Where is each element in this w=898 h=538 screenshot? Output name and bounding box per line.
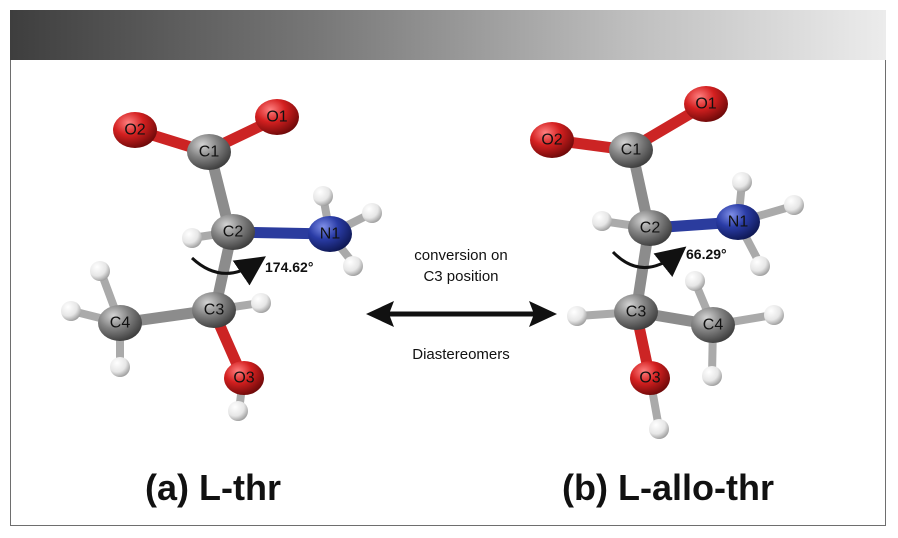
atom-label-o3: O3 (639, 370, 660, 387)
hydrogen-atom (649, 419, 669, 439)
torsion-angle-b: 66.29° (686, 246, 727, 262)
torsion-angle-a: 174.62° (265, 259, 313, 275)
carbon-atom-c3 (192, 292, 236, 328)
caption-a: (a) L-thr (145, 467, 281, 508)
atom-label-c3: C3 (626, 304, 647, 321)
atom-label-o3: O3 (233, 370, 254, 387)
hydrogen-atom (228, 401, 248, 421)
carbon-atom-c3 (614, 294, 658, 330)
hydrogen-atom (750, 256, 770, 276)
torsion-arrow-b (611, 246, 687, 277)
oxygen-atom-o3 (224, 361, 264, 395)
hydrogen-atom (90, 261, 110, 281)
oxygen-atom-o2 (113, 112, 157, 148)
carbon-atom-c2 (211, 214, 255, 250)
caption-b: (b) L-allo-thr (562, 467, 774, 508)
atom-label-o2: O2 (541, 132, 562, 149)
relation-text-line1: conversion on (414, 247, 507, 264)
double-arrow-left-head-icon (366, 301, 394, 327)
hydrogen-atom (685, 271, 705, 291)
atom-label-c1: C1 (199, 144, 220, 161)
hydrogen-atom (182, 228, 202, 248)
carbon-atom-c1 (609, 132, 653, 168)
double-arrow-right-head-icon (529, 301, 557, 327)
hydrogen-atom (313, 186, 333, 206)
carbon-atom-c2 (628, 210, 672, 246)
carbon-atom-c1 (187, 134, 231, 170)
hydrogen-atom (732, 172, 752, 192)
oxygen-atom-o1 (684, 86, 728, 122)
oxygen-atom-o2 (530, 122, 574, 158)
atom-label-o2: O2 (124, 122, 145, 139)
atom-label-o1: O1 (266, 109, 287, 126)
relation-group: conversion on C3 position Diastereomers (366, 247, 557, 363)
hydrogen-atom (784, 195, 804, 215)
torsion-arrow-a (190, 256, 266, 286)
hydrogen-atom (110, 357, 130, 377)
atom-label-n1: N1 (320, 226, 341, 243)
nitrogen-atom-n1 (716, 204, 760, 240)
relation-text-line2: C3 position (423, 268, 498, 285)
atom-label-c1: C1 (621, 142, 642, 159)
molecule-b: O2 O1 C1 C2 N1 C3 C4 O3 66.29° (b) L-all… (530, 86, 804, 508)
oxygen-atom-o1 (255, 99, 299, 135)
atom-label-c4: C4 (110, 315, 131, 332)
relation-text-bottom: Diastereomers (412, 346, 510, 363)
atom-label-c4: C4 (703, 317, 724, 334)
hydrogen-atom (362, 203, 382, 223)
oxygen-atom-o3 (630, 361, 670, 395)
hydrogen-atom (251, 293, 271, 313)
carbon-atom-c4 (98, 305, 142, 341)
hydrogen-atom (702, 366, 722, 386)
header-gradient-band (10, 10, 886, 60)
hydrogen-atom (343, 256, 363, 276)
atom-label-c2: C2 (223, 224, 244, 241)
atom-label-o1: O1 (695, 96, 716, 113)
atom-label-c2: C2 (640, 220, 661, 237)
hydrogen-atom (61, 301, 81, 321)
molecule-a: O2 O1 C1 C2 N1 C3 C4 O3 174.62° (a) L-th… (61, 99, 382, 508)
hydrogen-atom (567, 306, 587, 326)
atom-label-n1: N1 (728, 214, 749, 231)
hydrogen-atom (764, 305, 784, 325)
carbon-atom-c4 (691, 307, 735, 343)
nitrogen-atom-n1 (308, 216, 352, 252)
hydrogen-atom (592, 211, 612, 231)
atom-label-c3: C3 (204, 302, 225, 319)
